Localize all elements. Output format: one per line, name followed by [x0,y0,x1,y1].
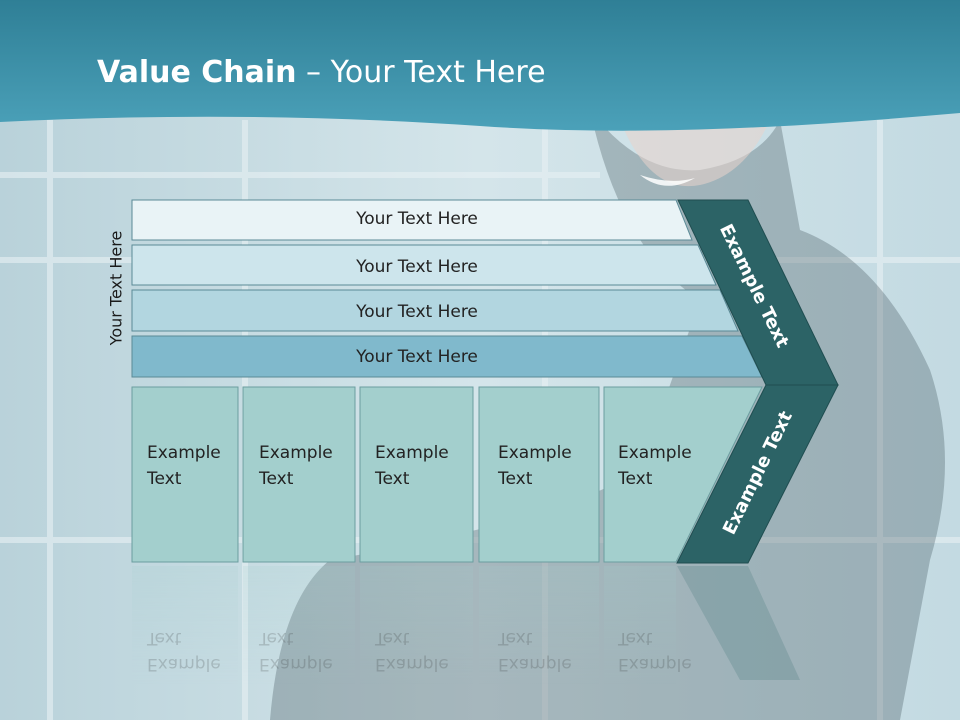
column-1 [131,386,239,563]
title-rest: – Your Text Here [296,55,546,90]
band-1 [131,199,693,241]
band-label-4: Your Text Here [356,347,478,367]
band-label-3: Your Text Here [356,302,478,322]
chevron-lower [676,384,839,564]
band-label-2: Your Text Here [356,257,478,277]
column-5 [603,386,763,563]
reflection [132,566,800,686]
title-bold: Value Chain [97,55,297,90]
band-2 [131,244,717,286]
band-3 [131,289,739,332]
column-2 [242,386,356,563]
slide-title: Value Chain – Your Text Here [97,55,546,90]
column-3 [359,386,474,563]
band-label-1: Your Text Here [356,209,478,229]
column-4 [478,386,600,563]
